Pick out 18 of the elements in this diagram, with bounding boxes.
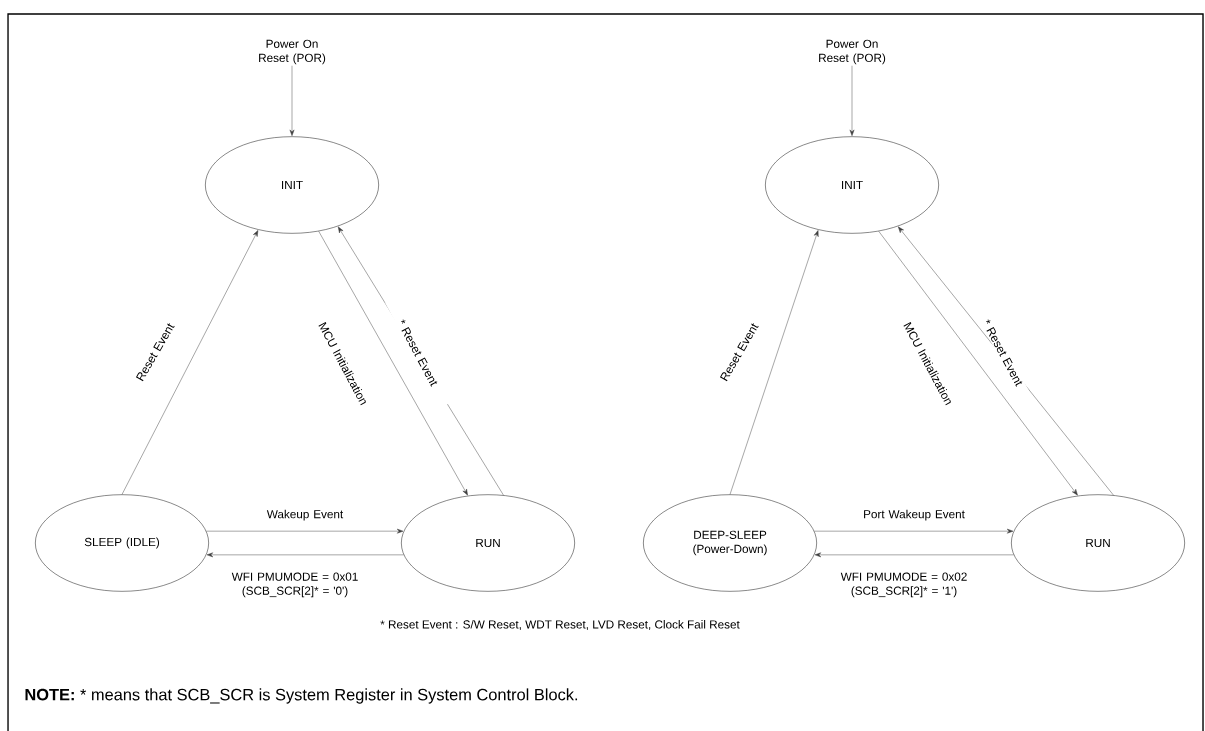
edge-label: WFI PMUMODE = 0x01 (SCB_SCR[2]* = '0') [231,572,358,598]
arrow [206,552,404,558]
footnote: * Reset Event : S/W Reset, WDT Reset, LVD Reset, Clock Fail Reset [380,620,740,630]
arrow [729,230,819,495]
edge-label: Port Wakeup Event [864,509,965,521]
arrow [121,230,259,495]
arrow [878,231,1078,496]
arrow [289,65,295,136]
state-label: Power On Reset (POR) [819,39,886,65]
arrow [814,528,1014,534]
edge-label: WFI PMUMODE = 0x02 (SCB_SCR[2]* = '1') [840,572,967,598]
arrow [206,528,404,534]
arrow [318,231,468,496]
edge-label: Wakeup Event [266,509,344,521]
note: NOTE:* means that SCB_SCR is System Register in System Control Block. [25,688,578,704]
arrow [814,552,1014,558]
state-label: Power On Reset (POR) [259,39,326,65]
arrow [849,65,855,136]
